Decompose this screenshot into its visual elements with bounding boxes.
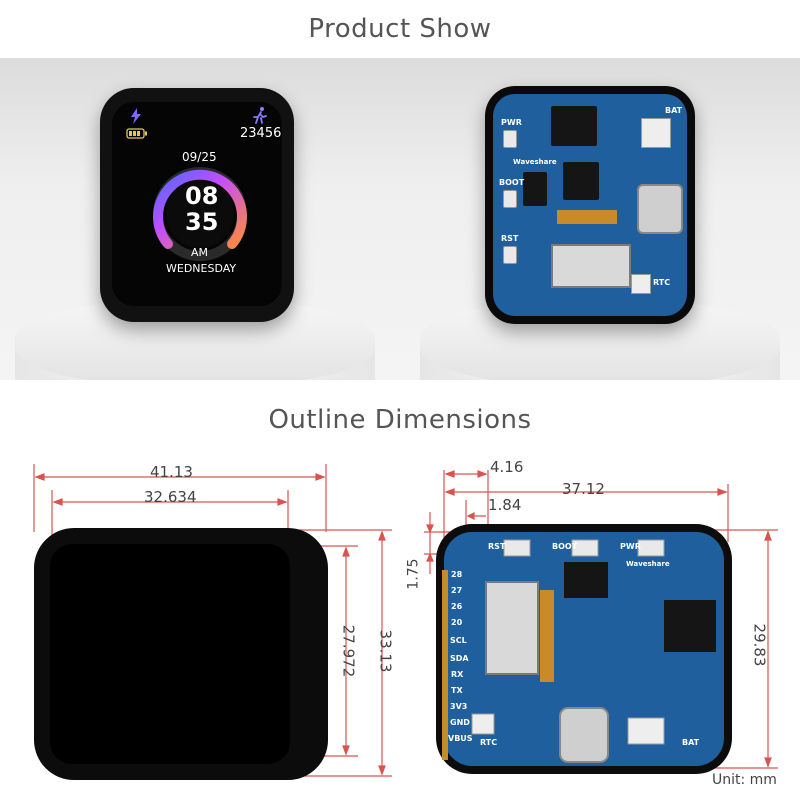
back-brand-label: Waveshare <box>626 560 670 568</box>
steps-count: 23456 <box>240 126 282 141</box>
bat-connector <box>641 118 671 148</box>
dim-back-height: 29.83 <box>750 623 769 667</box>
dim-back-width: 37.12 <box>562 480 605 498</box>
processor-chip <box>551 106 597 146</box>
date-text: 09/25 <box>182 150 217 164</box>
secondary-chip <box>563 162 599 200</box>
back-rst-label: RST <box>488 542 506 551</box>
pcb-board: PWR BOOT RST BAT RTC Waveshare <box>493 94 687 316</box>
battery-icon <box>126 128 147 139</box>
pcb-brand-label: Waveshare <box>513 158 557 166</box>
time-minute: 35 <box>185 208 219 236</box>
front-outline-drawing <box>33 464 392 780</box>
pin-label-gnd: GND <box>450 718 470 727</box>
back-boot-label: BOOT <box>552 542 578 551</box>
pin-label-26: 26 <box>451 602 463 611</box>
dim-front-width-outer: 41.13 <box>150 463 193 481</box>
unit-label: Unit: mm <box>712 772 777 788</box>
pin-label-sda: SDA <box>450 654 469 663</box>
rtc-connector <box>631 274 651 294</box>
fpc-connector <box>551 244 631 288</box>
time-hour: 08 <box>185 182 219 210</box>
usb-c-port[interactable] <box>637 184 683 234</box>
dim-back-offset-a: 4.16 <box>490 458 524 476</box>
pin-label-27: 27 <box>451 586 463 595</box>
dim-back-offset-b: 1.84 <box>488 496 522 514</box>
pcb-back-view: PWR BOOT RST BAT RTC Waveshare <box>485 86 695 324</box>
rst-button[interactable] <box>503 246 517 264</box>
product-photo-area: 23456 09/25 08 35 AM WEDNESDAY <box>0 58 800 380</box>
watch-display-front: 23456 09/25 08 35 AM WEDNESDAY <box>100 88 294 322</box>
pcb-rtc-label: RTC <box>653 278 671 287</box>
watch-screen: 23456 09/25 08 35 AM WEDNESDAY <box>112 102 282 306</box>
ampm-text: AM <box>191 246 209 259</box>
pin-label-rx: RX <box>451 670 464 679</box>
pin-label-3v3: 3V3 <box>450 702 468 711</box>
regulator-chip <box>523 172 547 206</box>
back-rtc-label: RTC <box>480 738 498 747</box>
product-show-title: Product Show <box>308 14 492 44</box>
dim-front-height-outer: 33.13 <box>376 629 395 673</box>
weekday-text: WEDNESDAY <box>166 262 237 275</box>
pin-label-scl: SCL <box>450 636 467 645</box>
pcb-boot-label: BOOT <box>499 178 525 187</box>
pin-label-20: 20 <box>451 618 463 627</box>
outline-dimensions-title: Outline Dimensions <box>268 405 532 435</box>
back-pwr-label: PWR <box>620 542 641 551</box>
dim-front-width-inner: 32.634 <box>144 488 197 506</box>
dim-front-height-inner: 27.972 <box>339 624 358 678</box>
runner-icon <box>253 107 267 124</box>
pcb-pwr-label: PWR <box>501 118 522 127</box>
dim-back-offset-c: 1.75 <box>405 558 422 590</box>
flex-cable <box>557 210 617 224</box>
pin-label-vbus: VBUS <box>448 734 473 743</box>
pin-label-28: 28 <box>451 570 463 579</box>
boot-button[interactable] <box>503 190 517 208</box>
lightning-icon <box>131 108 141 124</box>
pcb-rst-label: RST <box>501 234 519 243</box>
pin-label-tx: TX <box>451 686 463 695</box>
pwr-button[interactable] <box>503 130 517 148</box>
back-bat-label: BAT <box>682 738 700 747</box>
back-outline-drawing <box>424 470 778 774</box>
time-ring <box>153 167 247 261</box>
pcb-bat-label: BAT <box>665 106 683 115</box>
